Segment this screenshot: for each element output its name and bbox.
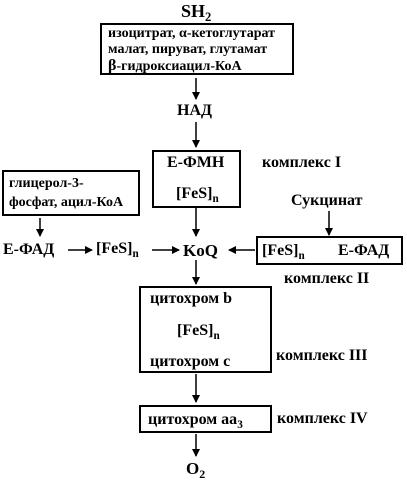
complex-2-fes: [FeS]n <box>262 242 305 262</box>
fes-middle-label: [FeS]n <box>96 240 139 260</box>
complex-2-box: [FeS]n Е-ФАД <box>256 236 403 265</box>
cytochrome-aa3-label: цитохром аа3 <box>148 411 243 431</box>
complex-3-box: цитохром b [FeS]n цитохром с <box>139 286 272 373</box>
substrates-line-3: β-гидроксиацил-КоА <box>108 57 242 74</box>
nad-label: НАД <box>177 102 213 119</box>
complex-2-label: комплекс II <box>284 270 370 287</box>
oxygen-label: O2 <box>186 459 206 482</box>
complex-4-label: комплекс IV <box>277 410 368 427</box>
complex-1-fes: [FeS]n <box>176 185 219 205</box>
cytochrome-c-label: цитохром с <box>150 353 231 370</box>
substrates-line-1: изоцитрат, α-кетоглутарат <box>108 26 275 41</box>
glycerol-line-2: фосфат, ацил-КоА <box>9 195 124 210</box>
substrates-box: изоцитрат, α-кетоглутарат малат, пируват… <box>100 23 294 75</box>
e-fmn-label: Е-ФМН <box>167 154 225 171</box>
complex-3-label: комплекс III <box>276 347 368 364</box>
complex-4-box: цитохром аа3 <box>139 405 272 433</box>
e-fad-left-label: Е-ФАД <box>3 241 55 258</box>
substrate-sh2: SH2 <box>181 1 212 25</box>
complex-1-box: Е-ФМН [FeS]n <box>152 150 241 208</box>
complex-3-fes: [FeS]n <box>177 322 220 342</box>
koq-label: KoQ <box>183 241 218 260</box>
substrates-line-2: малат, пируват, глутамат <box>108 42 268 57</box>
complex-2-fad: Е-ФАД <box>338 242 390 259</box>
glycerol-box: глицерол-3- фосфат, ацил-КоА <box>2 170 140 216</box>
cytochrome-b-label: цитохром b <box>150 290 233 307</box>
succinate-label: Сукцинат <box>291 192 363 209</box>
glycerol-line-1: глицерол-3- <box>9 176 84 191</box>
complex-1-label: комплекс I <box>262 154 342 171</box>
